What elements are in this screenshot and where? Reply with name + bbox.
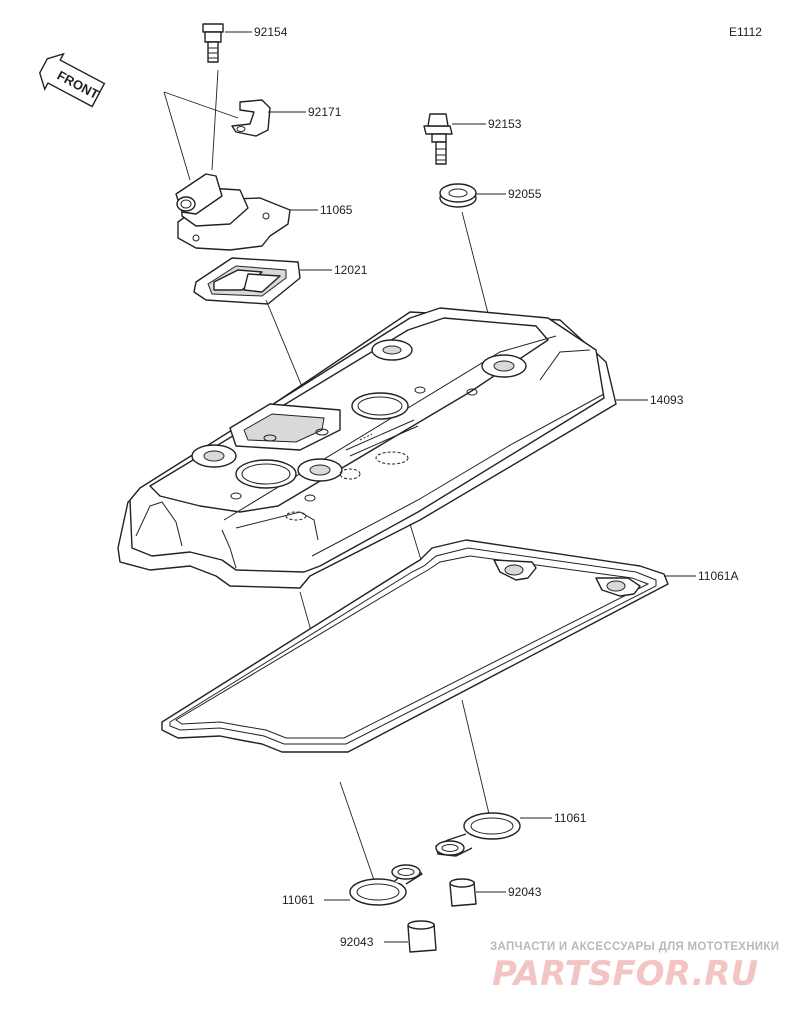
label-14093: 14093: [650, 393, 684, 407]
watermark-tagline: ЗАПЧАСТИ И АКСЕССУАРЫ ДЛЯ МОТОТЕХНИКИ: [490, 941, 779, 953]
label-92171: 92171: [308, 105, 342, 119]
label-11061-right: 11061: [554, 811, 587, 825]
label-92055: 92055: [508, 187, 542, 201]
dowel-92043-left[interactable]: [407, 920, 437, 953]
label-11065: 11065: [320, 203, 353, 217]
label-92154: 92154: [254, 25, 288, 39]
plug-gasket-11061-right[interactable]: [435, 812, 521, 857]
bolt-92153[interactable]: [423, 113, 453, 165]
watermark-brand: PARTSFOR.RU: [492, 954, 758, 994]
label-92043-left: 92043: [340, 935, 374, 949]
label-92043-right: 92043: [508, 885, 542, 899]
head-cover-14093[interactable]: [117, 307, 617, 589]
label-92153: 92153: [488, 117, 522, 131]
label-11061A: 11061A: [698, 569, 738, 583]
plug-gasket-11061-left[interactable]: [349, 864, 423, 906]
diagram-code: E1112: [729, 25, 762, 39]
breather-plate-12021[interactable]: [193, 257, 301, 305]
clamp-92171[interactable]: [231, 99, 271, 137]
label-11061-left: 11061: [282, 893, 315, 907]
front-arrow-icon: FRONT: [39, 52, 106, 108]
bolt-92154[interactable]: [202, 23, 224, 63]
grommet-92055[interactable]: [439, 183, 477, 208]
head-cover-gasket-11061A[interactable]: [161, 539, 669, 753]
label-12021: 12021: [334, 263, 368, 277]
dowel-92043-right[interactable]: [449, 878, 477, 907]
breather-cover-11065[interactable]: [175, 173, 291, 251]
